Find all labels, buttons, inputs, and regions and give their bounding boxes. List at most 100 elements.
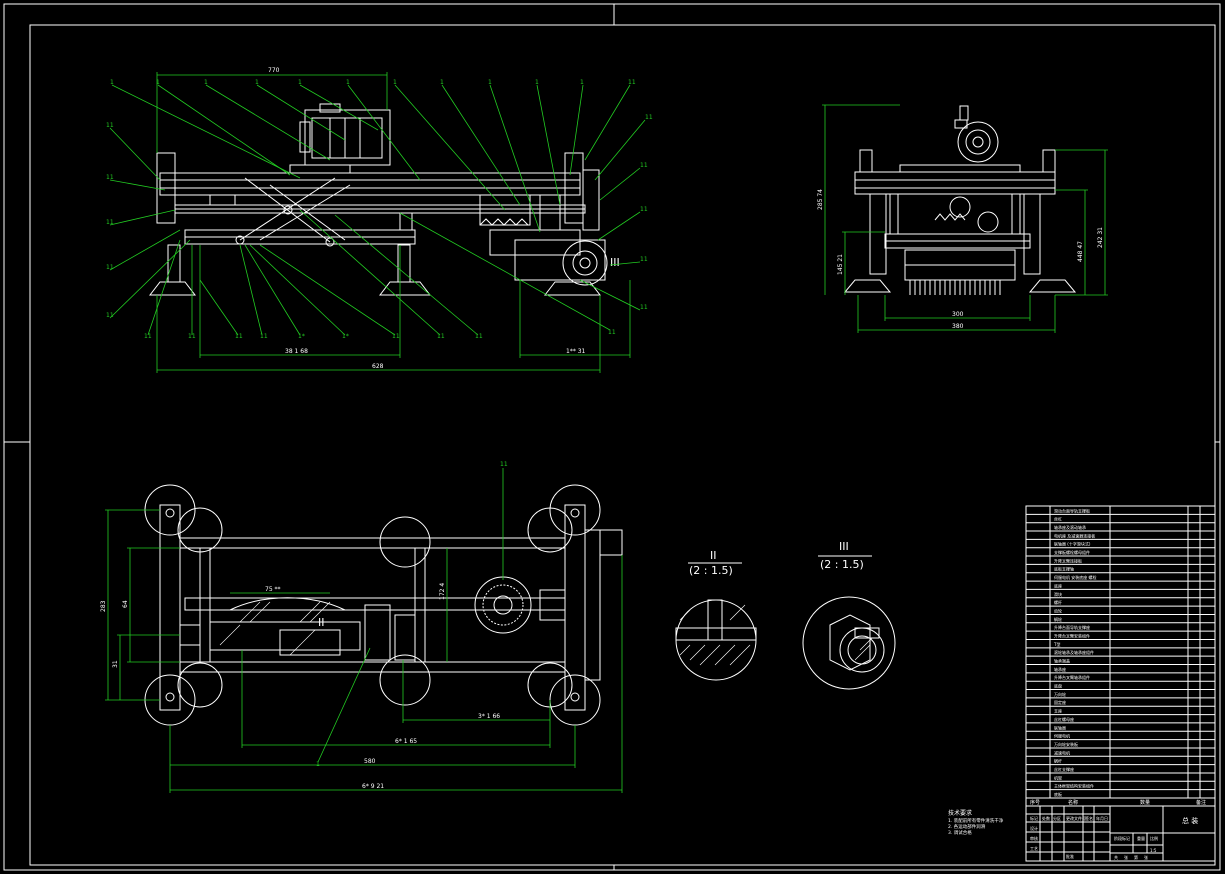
bom-row-name: 支撑板螺栓螺母组件 [1054, 549, 1090, 555]
svg-text:11: 11 [235, 333, 243, 340]
title-block-grid [1026, 806, 1163, 861]
svg-text:11: 11 [437, 333, 445, 340]
svg-text:11: 11 [640, 304, 648, 311]
bom-row-name: 联轴器 [1054, 724, 1066, 730]
field-sign: 签名 [1085, 815, 1093, 821]
front-section-marker: III [610, 256, 620, 269]
dim-plan-b: 6* 1 65 [395, 738, 417, 745]
detail-iii-label: III [839, 540, 849, 553]
dim-right-span: 1** 31 [566, 348, 586, 355]
svg-text:1: 1 [298, 79, 302, 86]
svg-text:11: 11 [106, 312, 114, 319]
bom-row-name: 滑块 [1054, 591, 1062, 597]
scale-stage: 阶段标记 [1114, 835, 1130, 841]
dim-plan-left-height: 283 [100, 600, 107, 612]
technical-notes: 技术要求 1. 装配前所有零件清洗干净 2. 各运动部件润滑 3. 调试合格 [948, 809, 1004, 836]
svg-text:11: 11 [640, 206, 648, 213]
bom-row-name: 滚轮轴承及轴承座组件 [1054, 649, 1094, 655]
bom-row-name: 支座 [1054, 708, 1062, 714]
field-design: 设计 [1030, 825, 1038, 831]
dim-left-span: 38 1 68 [285, 348, 308, 355]
detail-iii-scale: (2 : 1.5) [820, 558, 864, 571]
field-zone: 分区 [1053, 815, 1061, 821]
drawing-title: 总 装 [1182, 816, 1198, 825]
svg-text:1: 1 [440, 79, 444, 86]
svg-text:11: 11 [106, 122, 114, 129]
bom-row-name: 滑动台面导轨支撑板 [1054, 507, 1090, 513]
bom-row-name: 升降台叉臂轴承组件 [1054, 674, 1090, 680]
notes-heading: 技术要求 [948, 809, 972, 817]
dim-plan-a: 3* 1 66 [478, 713, 500, 720]
scale-weight: 重量 [1137, 835, 1145, 841]
field-date: 年月日 [1096, 815, 1108, 821]
svg-text:1: 1 [156, 79, 160, 86]
detail-iii: III (2 : 1.5) [802, 540, 896, 690]
svg-text:1: 1 [255, 79, 259, 86]
bom-row-name: 升降台叉臂安装组件 [1054, 632, 1090, 638]
field-approve: 批准 [1066, 853, 1074, 859]
plan-view: II [144, 484, 623, 726]
scale-value: 1:5 [1150, 848, 1157, 853]
dim-outer-width: 380 [952, 323, 964, 330]
dim-top-overall: 770 [268, 67, 280, 74]
svg-text:1*: 1* [342, 333, 349, 340]
svg-text:1: 1 [204, 79, 208, 86]
bom-row-name: 机架 [1054, 774, 1062, 780]
bom-row-name: 蜗杆 [1054, 758, 1062, 764]
bom-row-name: 轴承座及滚动轴承 [1054, 524, 1086, 530]
scale-label: 比例 [1150, 835, 1158, 841]
dim-mid-height: 448 47 [1077, 241, 1084, 262]
dim-plan-gear: 172 4 [439, 583, 446, 600]
field-count: 处数 [1042, 815, 1050, 821]
svg-text:11: 11 [640, 162, 648, 169]
bom-row-name: 电机座 及减速器连接板 [1054, 532, 1095, 538]
bom-row-name: 丝杠支撑座 [1054, 766, 1074, 772]
svg-text:11: 11 [260, 333, 268, 340]
svg-text:11: 11 [106, 219, 114, 226]
notes-line-1: 1. 装配前所有零件清洗干净 [948, 817, 1004, 824]
bom-row-name: 底板支撑轴 [1054, 566, 1074, 572]
bom-row-name: 蜗轮 [1054, 616, 1062, 622]
field-change-doc: 更改文件号 [1066, 815, 1086, 821]
front-view-dimensions: 770 38 1 68 1** 31 628 [156, 67, 631, 373]
header-qty: 数量 [1140, 799, 1150, 806]
bom-row-name: 升降台面导轨支撑座 [1054, 624, 1090, 630]
bom-row-name: 伺服电机 [1054, 733, 1070, 739]
bom-row-name: 伺服电机 安装底座 螺栓 [1054, 574, 1097, 580]
bom-row-name: 齿轮 [1054, 607, 1062, 613]
bom-row-name: 底板 [1054, 791, 1062, 797]
notes-line-2: 2. 各运动部件润滑 [948, 823, 986, 830]
plan-view-dimensions: 11 1 283 64 31 75 ** 172 4 3* 1 66 6* 1 … [100, 461, 623, 793]
front-view: III [148, 103, 620, 296]
dim-plan-bore: 75 ** [265, 586, 281, 593]
bom-row-name: 底座 [1054, 582, 1062, 588]
bom-row-name: 减速电机 [1054, 749, 1070, 755]
sheet-current: 第 [1134, 854, 1138, 860]
notes-line-3: 3. 调试合格 [948, 829, 972, 836]
dim-right-height: 242 31 [1097, 227, 1104, 248]
dim-plan-c: 580 [364, 758, 376, 765]
svg-text:11: 11 [188, 333, 196, 340]
svg-text:1*: 1* [298, 333, 305, 340]
dim-bottom-overall: 628 [372, 363, 384, 370]
dim-plan-inner-height: 64 [122, 600, 129, 608]
bom-row-name: 螺杆 [1054, 599, 1062, 605]
detail-ii: II (2 : 1.5) [675, 549, 757, 681]
bom-row-name: 万向轮安装板 [1054, 741, 1078, 747]
inner-frame [29, 24, 1216, 866]
side-view [843, 105, 1077, 295]
bom-row-name: T型 [1053, 641, 1060, 647]
bom-row-name: 升降叉臂连接板 [1054, 557, 1082, 563]
svg-text:11: 11 [475, 333, 483, 340]
svg-text:11: 11 [628, 79, 636, 86]
bom-row-name: 万向轮 [1054, 691, 1066, 697]
dim-plan-small-height: 31 [112, 660, 119, 668]
detail-ii-label: II [710, 549, 717, 562]
dim-lower-height: 145 21 [837, 254, 844, 275]
svg-text:1: 1 [346, 79, 350, 86]
svg-text:11: 11 [392, 333, 400, 340]
svg-text:1: 1 [580, 79, 584, 86]
dim-plan-d: 6* 9 21 [362, 783, 384, 790]
